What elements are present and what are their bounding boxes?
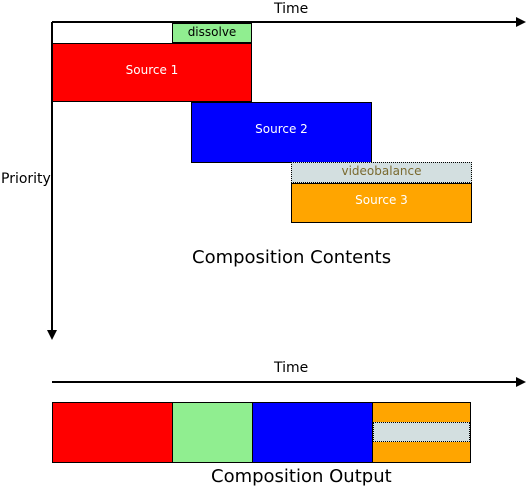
bottom-time-label: Time [274,360,309,376]
videobalance-layer: videobalance [291,162,472,183]
source3-label: Source 3 [355,193,408,207]
output-segment-dissolve [172,402,253,463]
source2-label: Source 2 [255,122,308,136]
output-segment-source2 [252,402,373,463]
output-videobalance-band [373,422,470,442]
source1-label: Source 1 [125,63,179,77]
output-segment-source1 [52,402,173,463]
dissolve-layer: dissolve [172,23,252,43]
priority-label: Priority [1,171,51,187]
output-segment-source3 [372,402,471,463]
composition-output-caption: Composition Output [211,466,392,487]
source3-layer: Source 3 [291,183,472,223]
top-time-label: Time [274,1,309,17]
videobalance-label: videobalance [341,164,422,178]
dissolve-label: dissolve [187,25,237,39]
source2-layer: Source 2 [191,102,372,163]
composition-contents-caption: Composition Contents [192,247,392,268]
source1-layer: Source 1 [52,43,252,102]
